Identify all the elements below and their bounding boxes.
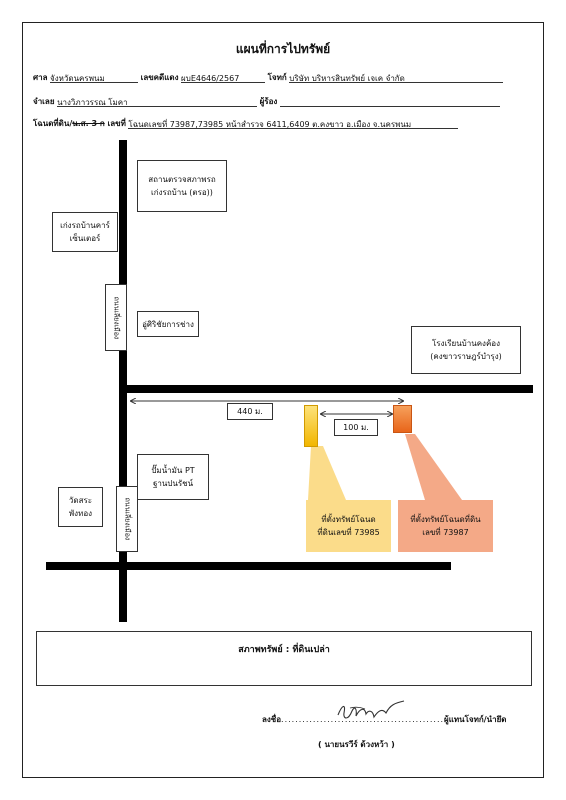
sign-dots: ........................................… xyxy=(281,715,445,724)
handwritten-signature xyxy=(337,700,405,719)
page-title: แผนที่การไปทรัพย์ xyxy=(235,42,331,56)
callout-pointer-1 xyxy=(308,446,346,500)
callout-parcel-73985: ที่ตั้งทรัพย์โฉนด ที่ดินเลขที่ 73985 xyxy=(306,500,391,552)
deed-value: โฉนดเลขที่ 73987,73985 หน้าสำรวจ 6411,64… xyxy=(128,120,412,129)
plaintiff-field: บริษัท บริหารสินทรัพย์ เจเค จำกัด xyxy=(289,73,504,83)
landmark-garage: อู่ศิริชัยการช่าง xyxy=(137,311,199,337)
callout-parcel-73987: ที่ตั้งทรัพย์โฉนดที่ดิน เลขที่ 73987 xyxy=(398,500,493,552)
distance-label-440: 440 ม. xyxy=(227,403,273,420)
signature-line: ลงชื่อ..................................… xyxy=(262,713,506,726)
landmark-car-center: เก่งรถบ้านคาร์ เซ็นเตอร์ xyxy=(52,212,118,252)
callout-pointer-2 xyxy=(405,434,462,500)
lower-horizontal-road xyxy=(46,562,451,570)
case-no-label: เลขคดีแดง xyxy=(140,73,179,82)
distance-label-100: 100 ม. xyxy=(334,419,378,436)
road-sign-lower-label: ถนนเลี่ยงเมือง xyxy=(123,497,132,541)
defendant-field: นางวิภาวรรณ โมคา xyxy=(57,97,258,107)
signer-name: ( นายนรวีร์ ด้วงหว้า ) xyxy=(318,740,395,749)
case-no-field: ผบE4646/2567 xyxy=(181,73,266,83)
landmark-school: โรงเรียนบ้านคงค้อง (คงขาวราษฎร์บำรุง) xyxy=(411,326,521,374)
plaintiff-value: บริษัท บริหารสินทรัพย์ เจเค จำกัด xyxy=(289,74,405,83)
header-row-court: ศาล จังหวัดนครพนม เลขคดีแดง ผบE4646/2567… xyxy=(33,72,525,83)
landmark-gas-station: ปั๊มน้ำมัน PT ฐานปนรัชน์ xyxy=(137,454,209,500)
deed-field: โฉนดเลขที่ 73987,73985 หน้าสำรวจ 6411,64… xyxy=(128,119,459,129)
parcel-marker-73985 xyxy=(304,405,318,447)
court-label: ศาล xyxy=(33,73,48,82)
deed-label-strike: น.ส. 3 ก xyxy=(72,119,105,128)
sign-label: ลงชื่อ xyxy=(262,715,282,724)
document-frame xyxy=(22,22,544,778)
signer-role: ผู้แทนโจทก์/นำยึด xyxy=(444,715,507,724)
deed-label-suffix: เลขที่ xyxy=(104,119,126,128)
property-status-line: สภาพทรัพย์ : ที่ดินเปล่า xyxy=(37,642,531,656)
defendant-label: จำเลย xyxy=(33,97,55,106)
defendant-value: นางวิภาวรรณ โมคา xyxy=(57,98,128,107)
deed-label-prefix: โฉนดที่ดิน/ xyxy=(33,119,73,128)
property-status-box: สภาพทรัพย์ : ที่ดินเปล่า xyxy=(36,631,532,686)
case-no-value: ผบE4646/2567 xyxy=(181,74,240,83)
applicant-label: ผู้ร้อง xyxy=(259,97,278,106)
header-row-deed: โฉนดที่ดิน/น.ส. 3 ก เลขที่ โฉนดเลขที่ 73… xyxy=(33,118,525,129)
court-field: จังหวัดนครพนม xyxy=(50,73,139,83)
landmark-temple: วัดสระ พังทอง xyxy=(58,487,103,527)
property-status-value: ที่ดินเปล่า xyxy=(292,645,330,655)
header-row-defendant: จำเลย นางวิภาวรรณ โมคา ผู้ร้อง xyxy=(33,96,525,107)
main-vertical-road xyxy=(119,140,127,622)
plaintiff-label: โจทก์ xyxy=(267,73,287,82)
applicant-field xyxy=(279,97,500,107)
parcel-marker-73987 xyxy=(393,405,412,433)
upper-horizontal-road xyxy=(119,385,533,393)
landmark-inspection-station: สถานตรวจสภาพรถ เก่งรถบ้าน (ตรอ)) xyxy=(137,160,227,212)
court-value: จังหวัดนครพนม xyxy=(50,74,105,83)
property-status-label: สภาพทรัพย์ : xyxy=(238,645,290,655)
road-sign-lower: ถนนเลี่ยงเมือง xyxy=(116,486,138,552)
road-sign-upper: ถนนเลี่ยงเมือง xyxy=(105,284,127,351)
